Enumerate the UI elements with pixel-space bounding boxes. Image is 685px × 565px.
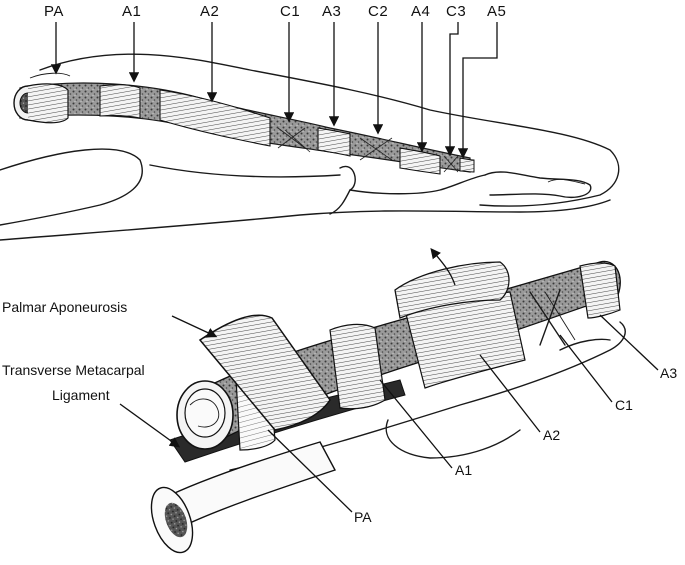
label-a4-top: A4: [411, 3, 430, 20]
tendon-cut-end: [176, 380, 234, 450]
oblique-view: [150, 247, 626, 554]
bottom-labels: Palmar Aponeurosis Transverse Metacarpal…: [2, 299, 677, 525]
c2-pulley-top: [359, 137, 393, 161]
label-a1-bottom: A1: [455, 462, 472, 478]
a1-pulley-top: [99, 84, 141, 119]
label-a3-top: A3: [322, 3, 341, 20]
finger-side-view: [0, 53, 620, 241]
c3-pulley-top: [443, 155, 459, 173]
label-a2-bottom: A2: [543, 427, 560, 443]
reflection-arrow: [430, 247, 456, 286]
distal-phalanx-outline: [484, 171, 592, 199]
label-c3-top: C3: [446, 3, 466, 20]
finger-dorsal-outline: [39, 53, 620, 207]
bottom-leaders: [119, 314, 659, 513]
label-pa-bottom: PA: [354, 509, 372, 525]
label-pa-top: PA: [44, 3, 64, 20]
a3-pulley-bottom: [579, 262, 621, 319]
bone-marrow: [164, 502, 188, 538]
label-transverse-metacarpal-line2: Ligament: [52, 387, 110, 403]
a1-pulley-bottom: [329, 323, 386, 410]
metacarpal-bone: [159, 441, 337, 531]
pa-ring-top: [13, 72, 71, 124]
a5-pulley-top: [459, 157, 475, 173]
label-a1-top: A1: [122, 3, 141, 20]
top-labels: PA A1 A2 C1 A3 C2 A4 C3 A5: [44, 3, 506, 20]
label-c1-bottom: C1: [615, 397, 633, 413]
a2-pulley-top: [159, 89, 271, 147]
label-c1-top: C1: [280, 3, 300, 20]
a3-pulley-top: [317, 127, 351, 157]
label-transverse-metacarpal-line1: Transverse Metacarpal: [2, 362, 145, 378]
label-a3-bottom: A3: [660, 365, 677, 381]
top-leaders: [50, 22, 498, 159]
finger-palmar-outline: [0, 148, 143, 226]
c1-pulley-bottom: [529, 289, 576, 346]
label-a2-top: A2: [200, 3, 219, 20]
label-c2-top: C2: [368, 3, 388, 20]
middle-phalanx-outline: [339, 165, 486, 195]
a4-pulley-top: [399, 147, 441, 175]
palmar-aponeurosis-flap: [198, 314, 331, 431]
label-a5-top: A5: [487, 3, 506, 20]
c1-pulley-top: [277, 127, 311, 153]
a2-reflected-flap: [394, 261, 510, 319]
label-palmar-aponeurosis: Palmar Aponeurosis: [2, 299, 127, 315]
